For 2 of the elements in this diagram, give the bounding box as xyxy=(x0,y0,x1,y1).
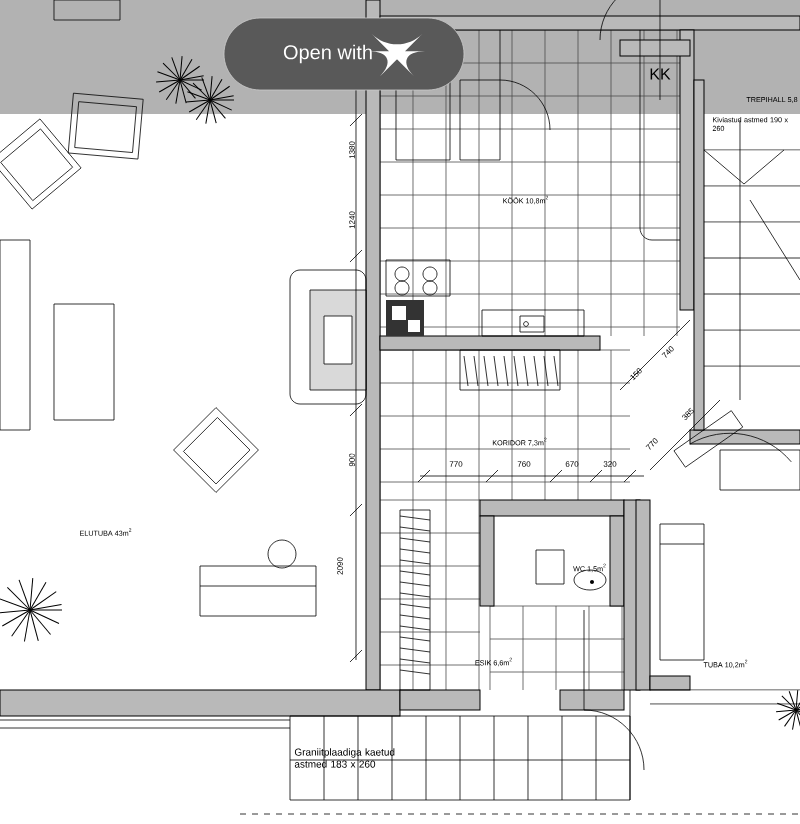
room-label: KK xyxy=(650,68,671,80)
open-with-button: Open with xyxy=(223,17,465,91)
